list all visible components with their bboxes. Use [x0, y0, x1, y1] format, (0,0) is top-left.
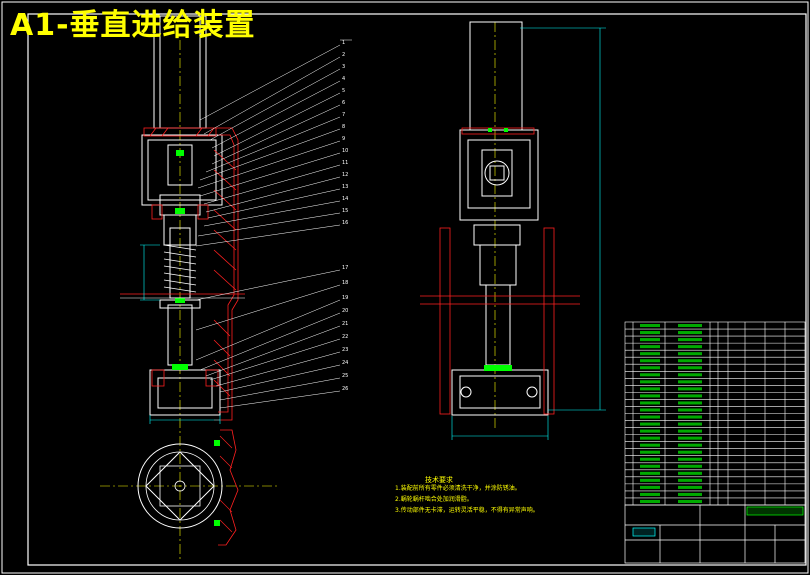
parts-list-cell-mark — [678, 394, 702, 398]
part-number-16: 16 — [342, 220, 348, 226]
parts-list-cell-mark — [640, 415, 660, 419]
side-view — [420, 21, 606, 440]
parts-list-cell-mark — [678, 324, 702, 328]
parts-list-cell-mark — [678, 422, 702, 426]
parts-list-cell-mark — [678, 366, 702, 370]
part-number-14: 14 — [342, 196, 348, 202]
parts-list-cell-mark — [678, 359, 702, 363]
part-number-13: 13 — [342, 184, 348, 190]
notes-heading: 技术要求 — [425, 476, 453, 484]
part-number-5: 5 — [342, 88, 345, 94]
parts-list-cell-mark — [678, 443, 702, 447]
note-line: 2.蜗轮蜗杆啮合处加润滑脂。 — [395, 496, 473, 503]
parts-list-table — [624, 321, 806, 506]
parts-list-cell-mark — [640, 373, 660, 377]
parts-list-cell-mark — [678, 429, 702, 433]
parts-list-cell-mark — [678, 415, 702, 419]
parts-list-cell-mark — [640, 345, 660, 349]
part-number-7: 7 — [342, 112, 345, 118]
parts-list-cell-mark — [678, 373, 702, 377]
part-number-25: 25 — [342, 373, 348, 379]
part-number-21: 21 — [342, 321, 348, 327]
parts-list-cell-mark — [640, 394, 660, 398]
part-number-4: 4 — [342, 76, 345, 82]
part-number-24: 24 — [342, 360, 348, 366]
part-number-9: 9 — [342, 136, 345, 142]
top-view — [100, 429, 280, 546]
parts-list-cell-mark — [678, 352, 702, 356]
parts-list-cell-mark — [678, 436, 702, 440]
parts-list-cell-mark — [678, 331, 702, 335]
parts-list-cell-mark — [640, 359, 660, 363]
part-number-1: 1 — [342, 40, 345, 46]
part-number-22: 22 — [342, 334, 348, 340]
parts-list-cell-mark — [678, 401, 702, 405]
parts-list-cell-mark — [640, 471, 660, 475]
parts-list-cell-mark — [678, 464, 702, 468]
part-number-6: 6 — [342, 100, 345, 106]
parts-list-cell-mark — [678, 478, 702, 482]
note-line: 3.传动部件无卡滞，运转灵活平稳，不得有异常声响。 — [395, 507, 539, 514]
parts-list-cell-mark — [640, 485, 660, 489]
parts-list-cell-mark — [640, 401, 660, 405]
parts-list-cell-mark — [678, 499, 702, 503]
parts-list-cell-mark — [640, 457, 660, 461]
parts-list-cell-mark — [678, 471, 702, 475]
front-section-view: 1234567891011121314151617181920212223242… — [120, 15, 352, 560]
parts-list-cell-mark — [640, 380, 660, 384]
technical-notes: 技术要求 1.装配前所有零件必须清洗干净，并涂防锈油。 2.蜗轮蜗杆啮合处加润滑… — [395, 476, 539, 516]
part-number-18: 18 — [342, 280, 348, 286]
parts-list-cell-mark — [640, 338, 660, 342]
parts-list-cell-mark — [640, 366, 660, 370]
part-number-2: 2 — [342, 52, 345, 58]
parts-list-cell-mark — [678, 408, 702, 412]
parts-list-cell-mark — [640, 387, 660, 391]
title-block — [624, 504, 806, 564]
drawing-title: A1-垂直进给装置 — [10, 8, 256, 43]
part-number-11: 11 — [342, 160, 348, 166]
parts-list-cell-mark — [640, 478, 660, 482]
parts-list-cell-mark — [640, 429, 660, 433]
parts-list-cell-mark — [678, 450, 702, 454]
parts-list-cell-mark — [678, 338, 702, 342]
part-number-23: 23 — [342, 347, 348, 353]
part-number-12: 12 — [342, 172, 348, 178]
parts-list-cell-mark — [640, 324, 660, 328]
parts-list-cell-mark — [640, 331, 660, 335]
parts-list-cell-mark — [678, 387, 702, 391]
part-number-26: 26 — [342, 386, 348, 392]
parts-list-cell-mark — [678, 457, 702, 461]
part-number-15: 15 — [342, 208, 348, 214]
part-number-3: 3 — [342, 64, 345, 70]
part-number-10: 10 — [342, 148, 348, 154]
parts-list-cell-mark — [640, 492, 660, 496]
parts-list-cell-mark — [640, 450, 660, 454]
part-number-19: 19 — [342, 295, 348, 301]
parts-list-cell-mark — [678, 345, 702, 349]
parts-list-cell-mark — [678, 380, 702, 384]
parts-list-cell-mark — [640, 352, 660, 356]
parts-list-cell-mark — [640, 408, 660, 412]
parts-list-cell-mark — [640, 422, 660, 426]
part-number-labels: 1234567891011121314151617181920212223242… — [342, 40, 348, 392]
parts-list-cell-mark — [640, 436, 660, 440]
note-line: 1.装配前所有零件必须清洗干净，并涂防锈油。 — [395, 485, 521, 492]
parts-list-cell-mark — [678, 485, 702, 489]
part-number-20: 20 — [342, 308, 348, 314]
parts-list-cell-mark — [678, 492, 702, 496]
parts-list-cell-mark — [640, 464, 660, 468]
part-number-17: 17 — [342, 265, 348, 271]
part-number-8: 8 — [342, 124, 345, 130]
parts-list-cell-mark — [640, 499, 660, 503]
parts-list-cell-mark — [640, 443, 660, 447]
